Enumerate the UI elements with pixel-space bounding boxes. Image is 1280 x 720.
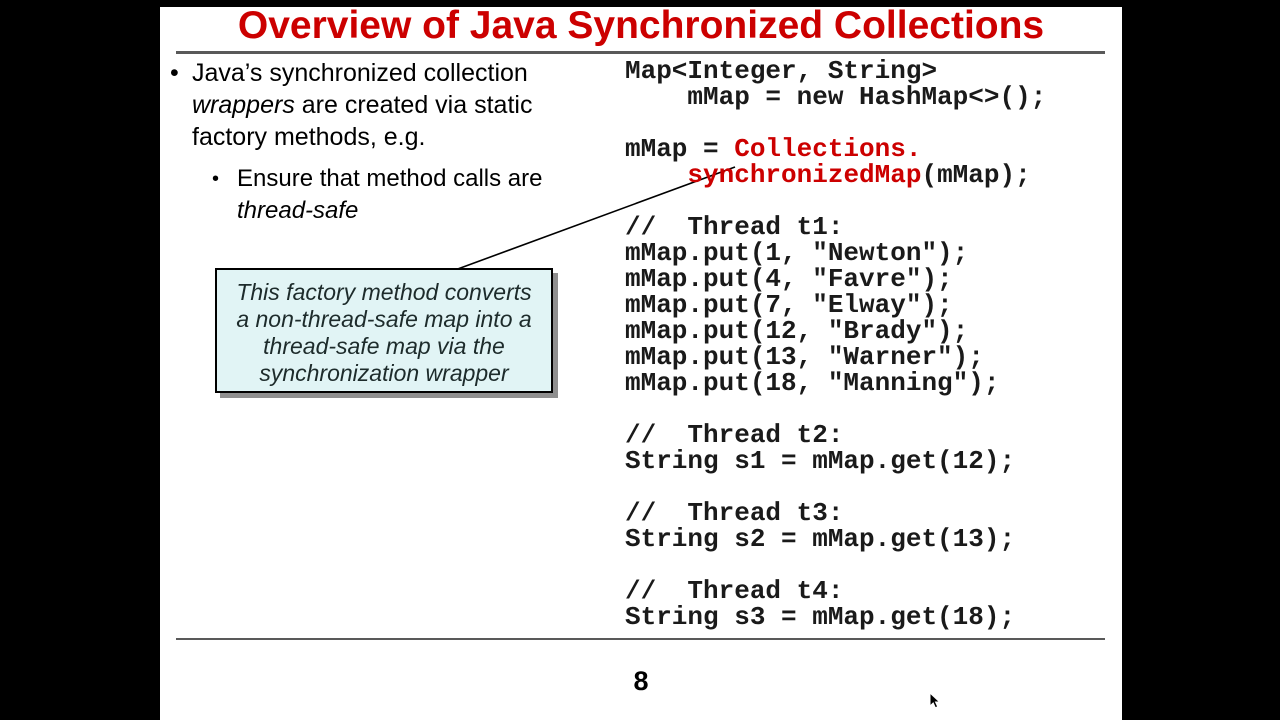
bullet-sub-italic: thread-safe <box>237 197 359 224</box>
footer-divider <box>176 638 1105 640</box>
bullet-sub-part1: Ensure that method calls are <box>237 165 543 192</box>
bullet-main-part1: Java’s synchronized collection <box>192 59 528 87</box>
callout-line: synchronization wrapper <box>259 360 509 386</box>
bullet-sub: • Ensure that method calls are thread-sa… <box>212 163 620 227</box>
slide: Overview of Java Synchronized Collection… <box>160 4 1122 720</box>
code-block: Map<Integer, String> mMap = new HashMap<… <box>625 56 1047 632</box>
callout-line: thread-safe map via the <box>263 333 505 359</box>
title-divider <box>176 51 1105 54</box>
bullet-main: • Java’s synchronized collection wrapper… <box>170 57 620 153</box>
page-number: 8 <box>633 666 649 696</box>
bullet-main-italic: wrappers <box>192 91 295 119</box>
slide-title: Overview of Java Synchronized Collection… <box>237 4 1045 47</box>
bullet-main-part2: are created via static factory methods, … <box>192 91 533 151</box>
bullet-list: • Java’s synchronized collection wrapper… <box>170 57 620 227</box>
mouse-cursor <box>929 692 941 709</box>
bullet-marker: • <box>170 59 179 87</box>
bullet-main-text: Java’s synchronized collection wrappers … <box>192 57 600 153</box>
callout-line: This factory method converts <box>236 279 532 305</box>
sub-bullet-marker: • <box>212 168 220 190</box>
callout-box: This factory method converts a non-threa… <box>215 268 553 393</box>
bullet-sub-text: Ensure that method calls are thread-safe <box>237 163 577 227</box>
callout-line: a non-thread-safe map into a <box>236 306 532 332</box>
callout-leader-line <box>454 166 736 271</box>
